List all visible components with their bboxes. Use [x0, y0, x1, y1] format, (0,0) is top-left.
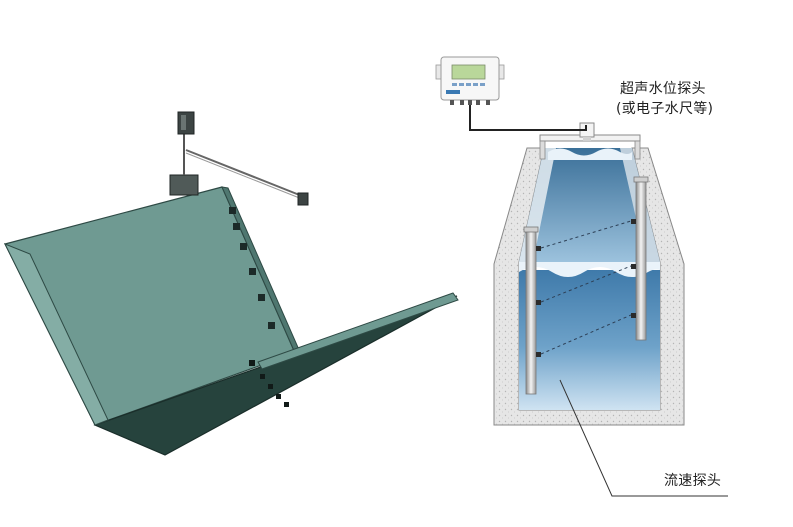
gate-lower-bolts — [249, 360, 289, 407]
water-surface-lower — [519, 262, 660, 277]
acoustic-paths — [540, 220, 632, 355]
water-surface-top — [548, 148, 632, 160]
gate-sensor-icon — [177, 111, 195, 135]
velocity-probe-label: 流速探头 — [664, 473, 722, 489]
gate-lower-plate — [93, 295, 458, 456]
gate-sensor-box — [169, 174, 199, 196]
gate-left-edge — [3, 243, 109, 426]
controller-cable — [469, 104, 587, 131]
ultrasonic-probe-sublabel: (或电子水尺等) — [616, 101, 714, 117]
controller-unit — [435, 56, 587, 131]
gate-float-icon — [297, 192, 309, 206]
channel-inner-walls — [519, 148, 660, 262]
velocity-pole-left — [525, 228, 537, 395]
gate-hinge-bolts — [229, 207, 275, 329]
velocity-probe-leader — [559, 379, 728, 497]
gate-lower-flange — [257, 292, 459, 370]
channel-cross-section — [493, 122, 728, 497]
velocity-pole-right — [635, 179, 647, 341]
ultrasonic-probe-label: 超声水位探头 — [620, 81, 706, 97]
flap-gate-illustration — [3, 111, 459, 456]
velocity-probe-icons — [536, 219, 636, 357]
